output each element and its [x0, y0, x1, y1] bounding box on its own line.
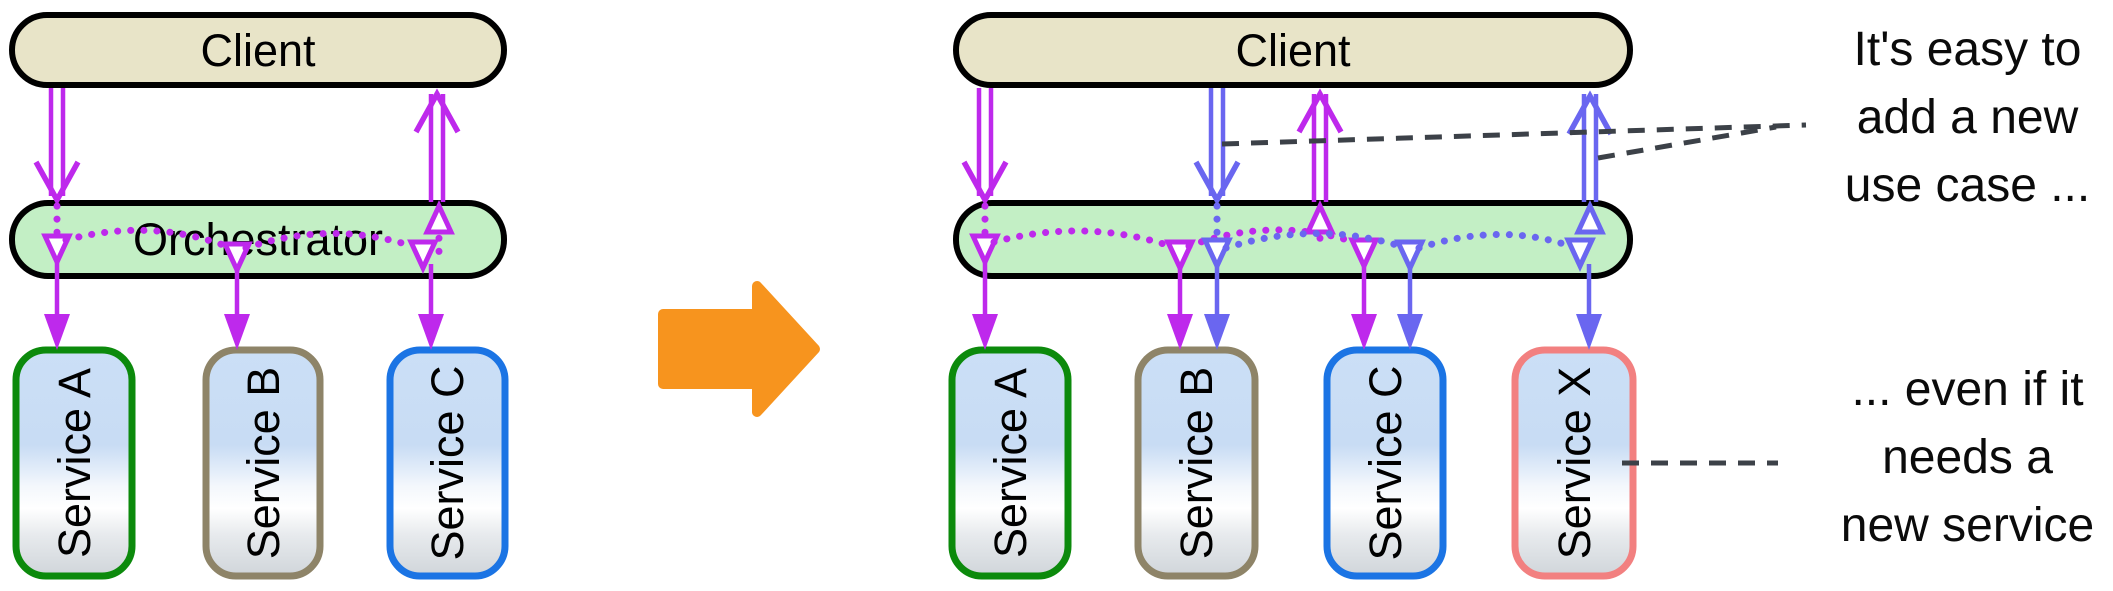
client-label: Client: [200, 25, 316, 76]
arrowhead-chevron: [413, 88, 461, 134]
arrowhead: [1167, 314, 1193, 350]
service-a-label: Service A: [985, 368, 1036, 558]
client-box: [953, 12, 1633, 88]
hop-arrowhead-up: [1574, 200, 1606, 235]
arrowhead-chevron: [1296, 88, 1344, 134]
orchestrator-to-service-arrows: [44, 258, 444, 350]
leader-line-use-case: [1221, 122, 1807, 147]
hop-arrowhead: [41, 233, 73, 268]
new-service-annotation: ... even if it needs a new service: [1840, 363, 2095, 553]
use-case-1-arrows: [961, 88, 1380, 350]
leader-line-use-case-2: [1597, 124, 1777, 161]
service-b-label: Service B: [1171, 367, 1222, 560]
client-to-orchestrator-arrow: [33, 88, 81, 206]
right-diagram: Client Service A Service B Service C Ser…: [948, 12, 1637, 580]
arrowhead: [224, 314, 250, 350]
arrowhead: [1204, 314, 1230, 350]
service-c-label: Service C: [422, 365, 473, 560]
dotted-arc: [62, 226, 230, 250]
arrowhead: [972, 314, 998, 350]
hop-arrowhead: [407, 239, 439, 274]
service-c-box: [1323, 346, 1447, 580]
service-c-box: [386, 346, 509, 580]
left-diagram: Client Orchestrator Service A Service B …: [9, 12, 509, 580]
orchestration-flow-dotted: [41, 200, 455, 276]
dotted-arc: [1415, 230, 1574, 252]
service-b-label: Service B: [238, 367, 289, 560]
annotation-leader-lines: [1221, 122, 1807, 466]
transform-arrow-icon: [658, 281, 820, 417]
arrowhead-chevron: [1566, 90, 1614, 136]
client-box: [9, 12, 507, 88]
orchestrator-box: [953, 200, 1633, 279]
service-a-label: Service A: [49, 368, 100, 558]
hop-arrowhead: [1164, 239, 1196, 274]
orchestrator-to-client-arrow: [413, 88, 461, 202]
client-label: Client: [1235, 25, 1351, 76]
arrowhead: [1576, 314, 1602, 350]
service-b-box: [202, 346, 324, 580]
arrowhead-chevron: [1193, 160, 1241, 206]
hop-arrowhead-up: [1304, 200, 1336, 235]
hop-arrowhead: [1564, 237, 1596, 272]
arrowhead: [44, 314, 70, 350]
arrowhead-chevron: [961, 160, 1009, 206]
arrowhead-chevron: [33, 160, 81, 206]
arrowhead: [1351, 314, 1377, 350]
orchestrator-label: Orchestrator: [133, 214, 383, 265]
dotted-arc: [990, 227, 1174, 250]
service-b-box: [1134, 346, 1259, 580]
service-x-label: Service X: [1549, 367, 1600, 560]
use-case-2-arrows: [1193, 88, 1614, 350]
dotted-arc: [1222, 230, 1404, 252]
orchestrator-box: [9, 200, 507, 279]
hop-arrowhead-up: [423, 200, 455, 235]
service-a-box: [12, 346, 136, 580]
service-c-label: Service C: [1360, 365, 1411, 560]
hop-arrowhead: [221, 241, 253, 276]
arrowhead: [1397, 314, 1423, 350]
arrowhead: [418, 314, 444, 350]
service-a-box: [948, 346, 1072, 580]
hop-arrowhead: [1348, 237, 1380, 272]
use-case-annotation: It's easy to add a new use case ...: [1844, 23, 2091, 213]
